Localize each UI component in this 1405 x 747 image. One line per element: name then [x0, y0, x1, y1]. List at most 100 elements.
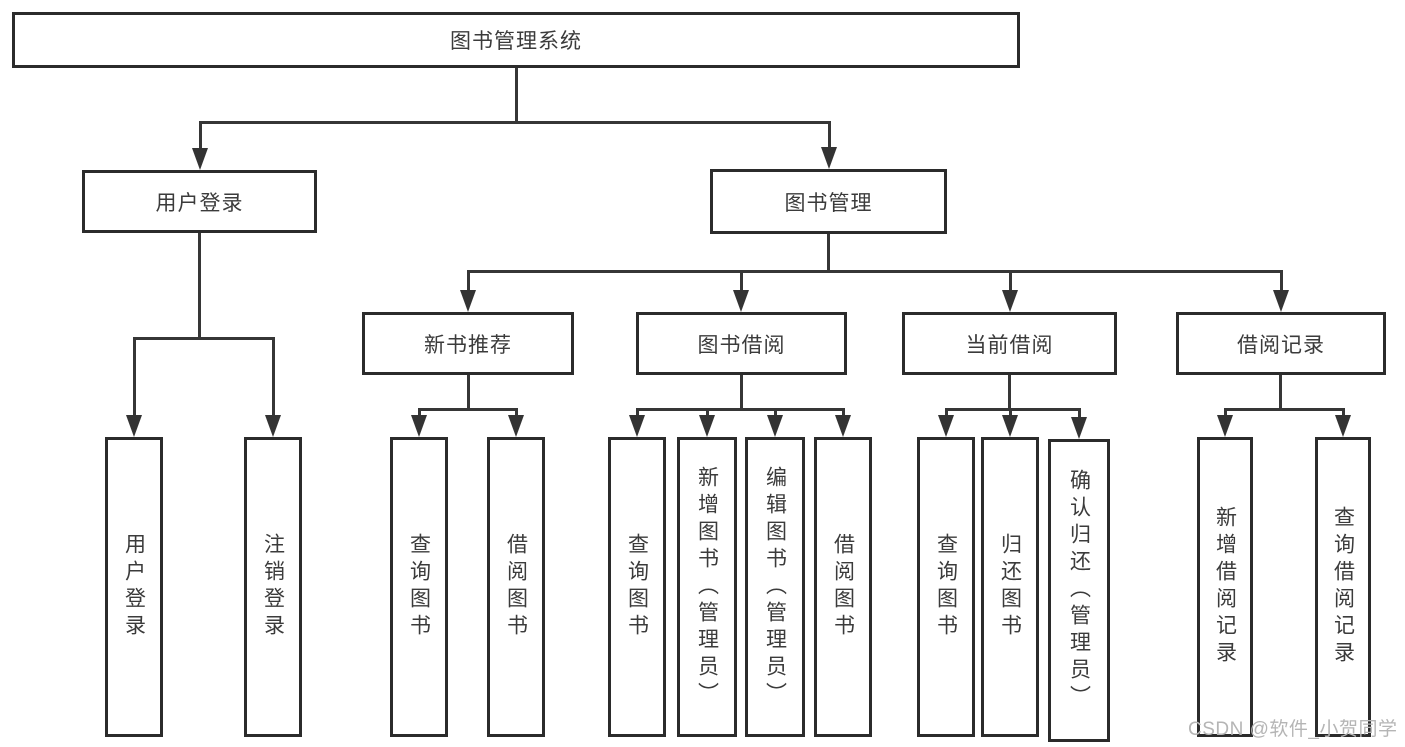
leaf-label: 确认归还（管理员） — [1067, 469, 1091, 712]
arrowhead-icon — [508, 415, 524, 437]
leaf-logout-label: 注销登录 — [261, 533, 285, 641]
arrow-shaft — [635, 408, 639, 415]
leaf-return-books: 归还图书 — [981, 437, 1039, 737]
leaf-query-books-current: 查询图书 — [917, 437, 975, 737]
arrow-shaft — [1008, 270, 1012, 290]
node-root: 图书管理系统 — [12, 12, 1020, 68]
node-new-book-recommend-label: 新书推荐 — [424, 333, 512, 357]
leaf-label: 查询图书 — [625, 533, 649, 641]
arrow-to-user-login — [192, 121, 208, 170]
leaf-confirm-return-admin: 确认归还（管理员） — [1048, 439, 1110, 742]
arrow-shaft — [773, 408, 777, 415]
arrow-to-leaf-user-login — [126, 337, 142, 437]
arrowhead-icon — [460, 290, 476, 312]
arrow-shaft — [271, 337, 275, 415]
arrow-leaf — [629, 408, 645, 437]
connector-book-management-bar — [468, 270, 1283, 273]
node-current-borrow: 当前借阅 — [902, 312, 1117, 375]
arrowhead-icon — [733, 290, 749, 312]
node-borrow-records: 借阅记录 — [1176, 312, 1386, 375]
arrow-to-current-borrow — [1002, 270, 1018, 312]
node-borrow-records-label: 借阅记录 — [1237, 333, 1325, 357]
connector-new-book-feed — [467, 375, 470, 409]
leaf-label: 归还图书 — [998, 533, 1022, 641]
arrow-leaf — [767, 408, 783, 437]
leaf-label: 新增借阅记录 — [1213, 506, 1237, 668]
connector-new-book-bar — [419, 408, 518, 411]
arrow-shaft — [1279, 270, 1283, 290]
arrowhead-icon — [1217, 415, 1233, 437]
leaf-add-borrow-record: 新增借阅记录 — [1197, 437, 1253, 737]
arrow-shaft — [705, 408, 709, 415]
arrowhead-icon — [1273, 290, 1289, 312]
arrow-shaft — [198, 121, 202, 148]
arrowhead-icon — [767, 415, 783, 437]
connector-root-feed — [515, 68, 518, 122]
node-user-login-label: 用户登录 — [155, 191, 244, 215]
arrowhead-icon — [411, 415, 427, 437]
leaf-label: 借阅图书 — [504, 533, 528, 641]
node-book-management: 图书管理 — [710, 169, 947, 234]
leaf-edit-books-admin: 编辑图书（管理员） — [745, 437, 805, 737]
arrowhead-icon — [1335, 415, 1351, 437]
arrowhead-icon — [1071, 417, 1087, 439]
arrowhead-icon — [265, 415, 281, 437]
connector-borrow-records-feed — [1279, 375, 1282, 409]
arrowhead-icon — [1002, 415, 1018, 437]
arrow-shaft — [132, 337, 136, 415]
node-book-management-label: 图书管理 — [784, 191, 873, 215]
arrow-to-book-borrow — [733, 270, 749, 312]
arrow-shaft — [514, 408, 518, 415]
arrow-shaft — [1077, 408, 1081, 417]
leaf-user-login: 用户登录 — [105, 437, 163, 737]
leaf-borrow-books: 借阅图书 — [814, 437, 872, 737]
connector-user-login-feed — [198, 233, 201, 338]
leaf-query-books-recommend: 查询图书 — [390, 437, 448, 737]
leaf-label: 查询图书 — [407, 533, 431, 641]
arrow-to-book-management — [821, 121, 837, 169]
connector-root-bar — [199, 121, 830, 124]
arrow-leaf — [835, 408, 851, 437]
leaf-label: 查询借阅记录 — [1331, 506, 1355, 668]
arrow-shaft — [944, 408, 948, 415]
connector-book-borrow-bar — [637, 408, 845, 411]
arrowhead-icon — [1002, 290, 1018, 312]
arrow-to-leaf-logout — [265, 337, 281, 437]
arrow-shaft — [1223, 408, 1227, 415]
arrow-shaft — [417, 408, 421, 415]
connector-current-borrow-bar — [946, 408, 1081, 411]
node-book-borrow-label: 图书借阅 — [697, 333, 786, 357]
leaf-add-books-admin: 新增图书（管理员） — [677, 437, 737, 737]
connector-current-borrow-feed — [1008, 375, 1011, 409]
arrowhead-icon — [126, 415, 142, 437]
arrow-leaf — [411, 408, 427, 437]
leaf-logout: 注销登录 — [244, 437, 302, 737]
arrow-shaft — [739, 270, 743, 290]
arrowhead-icon — [699, 415, 715, 437]
arrow-leaf — [1002, 408, 1018, 437]
csdn-watermark: CSDN @软件_小贺同学 — [1188, 719, 1398, 740]
leaf-label: 借阅图书 — [831, 533, 855, 641]
leaf-query-books-borrow: 查询图书 — [608, 437, 666, 737]
arrow-leaf — [699, 408, 715, 437]
arrowhead-icon — [192, 148, 208, 170]
connector-book-borrow-feed — [740, 375, 743, 409]
node-root-label: 图书管理系统 — [450, 30, 582, 53]
arrow-shaft — [827, 121, 831, 147]
node-current-borrow-label: 当前借阅 — [965, 333, 1054, 357]
arrow-leaf — [938, 408, 954, 437]
arrowhead-icon — [821, 147, 837, 169]
leaf-label: 新增图书（管理员） — [695, 465, 719, 709]
leaf-user-login-label: 用户登录 — [122, 533, 146, 641]
arrow-leaf — [1071, 408, 1087, 439]
arrow-leaf — [1335, 408, 1351, 437]
leaf-query-borrow-record: 查询借阅记录 — [1315, 437, 1371, 737]
arrow-shaft — [1008, 408, 1012, 415]
node-book-borrow: 图书借阅 — [636, 312, 847, 375]
connector-borrow-records-bar — [1225, 408, 1345, 411]
arrow-to-borrow-records — [1273, 270, 1289, 312]
connector-user-login-bar — [134, 337, 275, 340]
arrowhead-icon — [938, 415, 954, 437]
node-user-login: 用户登录 — [82, 170, 317, 233]
